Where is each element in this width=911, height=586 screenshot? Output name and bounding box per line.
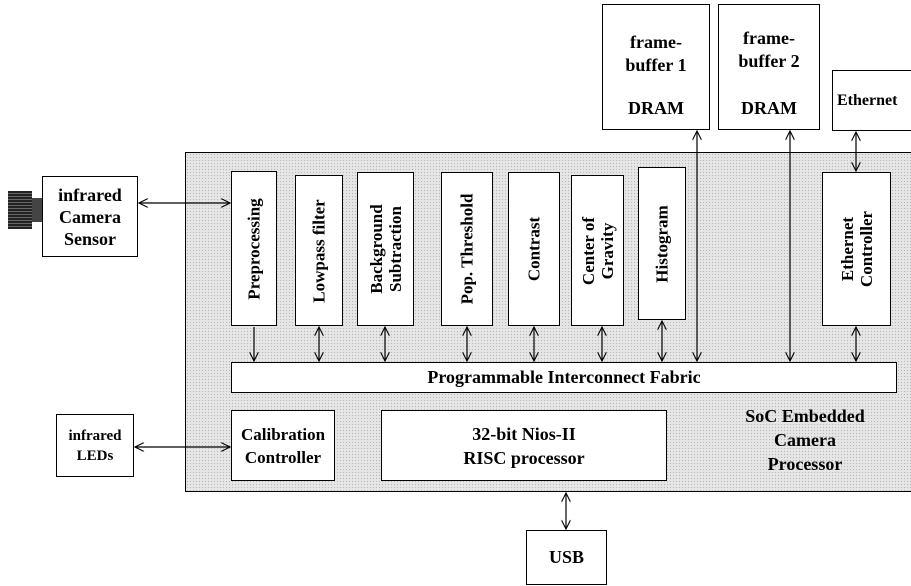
ethernet-controller-module: Ethernet Controller xyxy=(822,172,891,326)
calibration-line1: Calibration xyxy=(240,424,326,444)
infrared-leds-line1: infrared xyxy=(68,427,122,444)
soc-label-line3: Processor xyxy=(767,454,843,474)
framebuffer1-line2: buffer 1 xyxy=(625,55,687,75)
framebuffer2-line2: buffer 2 xyxy=(738,51,800,71)
camera-sensor-icon-connector xyxy=(32,198,42,222)
usb-box: USB xyxy=(526,530,607,585)
framebuffer1-line3: DRAM xyxy=(627,98,684,118)
camera-sensor-line3: Sensor xyxy=(63,228,116,249)
framebuffer1-box: frame- buffer 1 DRAM xyxy=(602,4,710,130)
background-subtraction-module: Background Subtraction xyxy=(357,172,414,326)
nios-line2: RISC processor xyxy=(463,447,585,468)
calibration-line2: Controller xyxy=(244,447,322,467)
calibration-controller: Calibration Controller xyxy=(231,410,335,481)
histogram-module: Histogram xyxy=(638,167,686,320)
ethernet-box: Ethernet xyxy=(832,70,911,131)
lowpass-filter-module: Lowpass filter xyxy=(295,175,343,326)
infrared-leds-box: infrared LEDs xyxy=(56,414,134,477)
ethernet-label: Ethernet xyxy=(837,91,898,109)
framebuffer1-line1: frame- xyxy=(630,32,682,52)
interconnect-label: Programmable Interconnect Fabric xyxy=(427,367,701,387)
contrast-module: Contrast xyxy=(508,172,560,326)
framebuffer2-line1: frame- xyxy=(743,28,795,48)
infrared-leds-line2: LEDs xyxy=(76,447,114,464)
pop-threshold-module: Pop. Threshold xyxy=(441,172,493,326)
camera-sensor-line1: infrared xyxy=(58,184,122,205)
nios-processor: 32-bit Nios-II RISC processor xyxy=(381,410,667,481)
preprocessing-module: Preprocessing xyxy=(231,171,277,326)
interconnect-fabric: Programmable Interconnect Fabric xyxy=(231,362,897,393)
camera-sensor-icon xyxy=(8,191,32,229)
soc-label-line1: SoC Embedded xyxy=(745,406,865,426)
soc-label-line2: Camera xyxy=(774,430,836,450)
usb-label: USB xyxy=(548,547,584,567)
nios-line1: 32-bit Nios-II xyxy=(472,423,576,444)
framebuffer2-box: frame- buffer 2 DRAM xyxy=(718,4,820,130)
camera-sensor-line2: Camera xyxy=(59,206,121,227)
center-of-gravity-module: Center of Gravity xyxy=(571,175,624,326)
soc-label: SoC Embedded Camera Processor xyxy=(720,404,890,476)
camera-sensor-box: infrared Camera Sensor xyxy=(42,176,138,257)
framebuffer2-line3: DRAM xyxy=(740,98,797,118)
